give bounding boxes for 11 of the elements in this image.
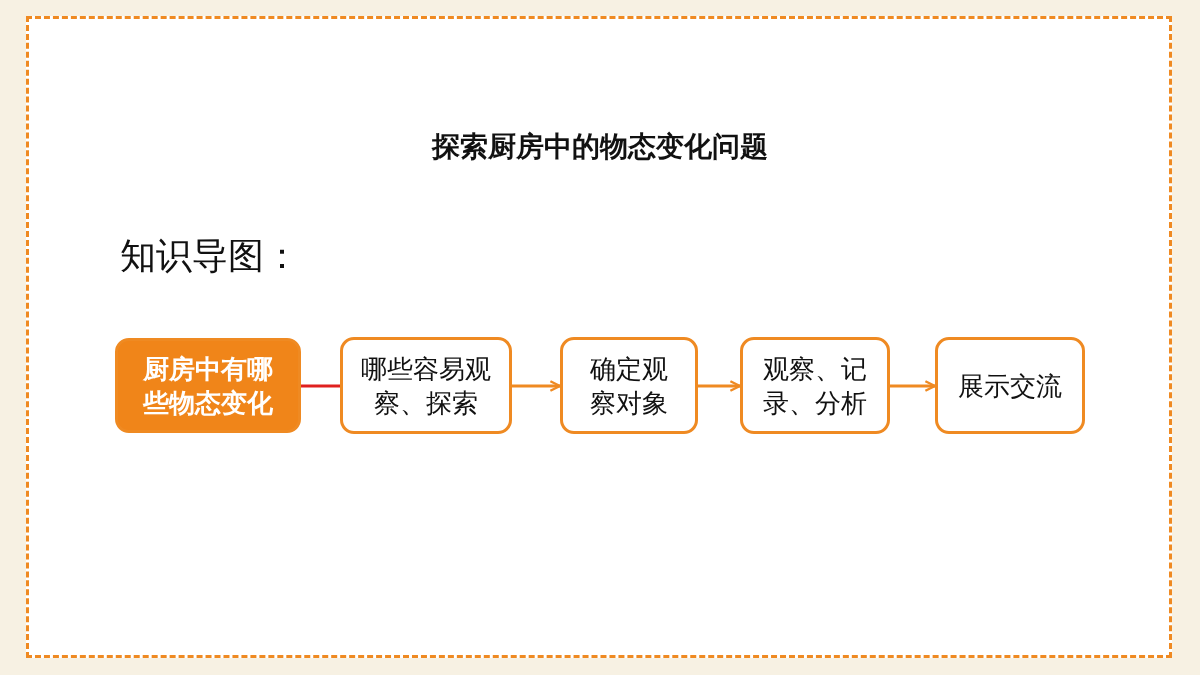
section-heading: 知识导图： [120,234,300,278]
step-box: 哪些容易观察、探索 [340,337,512,434]
title: 探索厨房中的物态变化问题 [430,129,769,165]
arrow [890,380,937,392]
topic-box: 厨房中有哪些物态变化 [115,338,301,433]
step-box: 确定观察对象 [560,337,698,434]
step-box: 观察、记录、分析 [740,337,890,434]
connector-line [301,384,340,388]
arrow [698,380,742,392]
step-box: 展示交流 [935,337,1085,434]
arrow [512,380,562,392]
